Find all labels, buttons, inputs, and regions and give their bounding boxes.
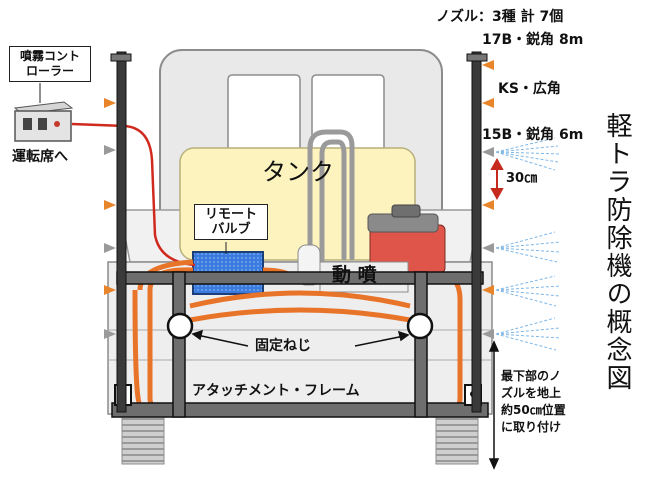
frame-label: アタッチメント・フレーム xyxy=(192,383,360,399)
spacing-label: 30㎝ xyxy=(506,171,538,186)
left-nozzles xyxy=(104,98,116,339)
left-boom xyxy=(116,51,127,413)
attachment-frame xyxy=(111,271,489,418)
control-wire xyxy=(71,122,196,267)
valve-label-line2: バルブ xyxy=(211,222,251,237)
fix-screw-right xyxy=(406,312,434,340)
valve-label: リモート バルブ xyxy=(194,204,268,240)
controller-label-line1: 噴霧コント xyxy=(19,49,80,63)
tank-pipes xyxy=(307,129,355,278)
controller-label: 噴霧コント ローラー xyxy=(9,46,91,82)
fix-screw-label: 固定ねじ xyxy=(255,338,311,354)
bottom-note-line4: に取り付け xyxy=(501,420,562,434)
bottom-note: 最下部のノ ズルを地上 約50㎝位置 に取り付け xyxy=(501,368,566,436)
vertical-title: 軽トラ防除機の概念図 xyxy=(602,112,632,392)
screw-pointer-arrows xyxy=(191,329,410,347)
controller-box xyxy=(13,83,74,142)
right-nozzles xyxy=(482,60,494,339)
spacing-arrow xyxy=(490,157,504,201)
nozzle-type-3: 15B・鋭角 6m xyxy=(482,127,584,143)
tank-label: タンク xyxy=(262,158,334,186)
right-boom xyxy=(471,51,482,413)
height-arrow xyxy=(488,340,500,470)
valve-label-line1: リモート xyxy=(204,207,257,222)
pump-label: 動 噴 xyxy=(332,264,377,286)
nozzle-type-1: 17B・鋭角 8m xyxy=(482,32,584,48)
bottom-note-line3: 約50㎝位置 xyxy=(501,403,566,417)
controller-caption: 運転席へ xyxy=(12,149,68,165)
spray-patterns xyxy=(495,137,561,351)
bottom-note-line2: ズルを地上 xyxy=(501,386,562,400)
fix-screw-left xyxy=(166,312,194,340)
bottom-note-line1: 最下部のノ xyxy=(501,369,562,383)
controller-label-line2: ローラー xyxy=(25,64,74,78)
nozzle-header: ノズル：3種 計 7個 xyxy=(436,9,564,25)
nozzle-type-2: KS・広角 xyxy=(498,81,561,97)
